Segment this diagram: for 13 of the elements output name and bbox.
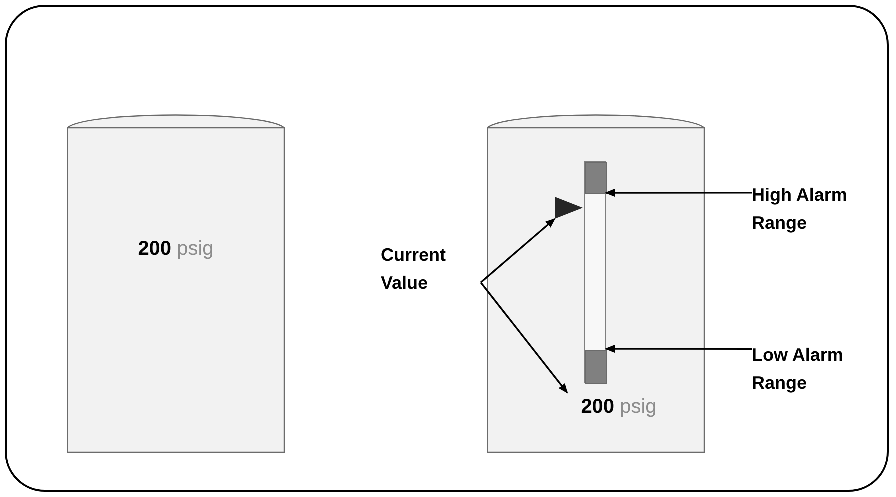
- high-alarm-segment: [585, 162, 607, 194]
- callout-label: High Alarm Range: [752, 178, 886, 240]
- arrow: [480, 218, 556, 284]
- low-alarm-segment: [585, 350, 607, 384]
- callout-label: Current Value: [381, 238, 481, 300]
- arrow: [480, 282, 568, 394]
- gauge-bar: [584, 161, 606, 383]
- arrow: [605, 189, 752, 197]
- value-pointer: [555, 197, 583, 219]
- pressure-reading: 200 psig: [137, 237, 215, 262]
- arrow: [605, 345, 752, 353]
- callout-label: Low Alarm Range: [752, 338, 886, 400]
- pressure-reading: 200 psig: [563, 393, 675, 421]
